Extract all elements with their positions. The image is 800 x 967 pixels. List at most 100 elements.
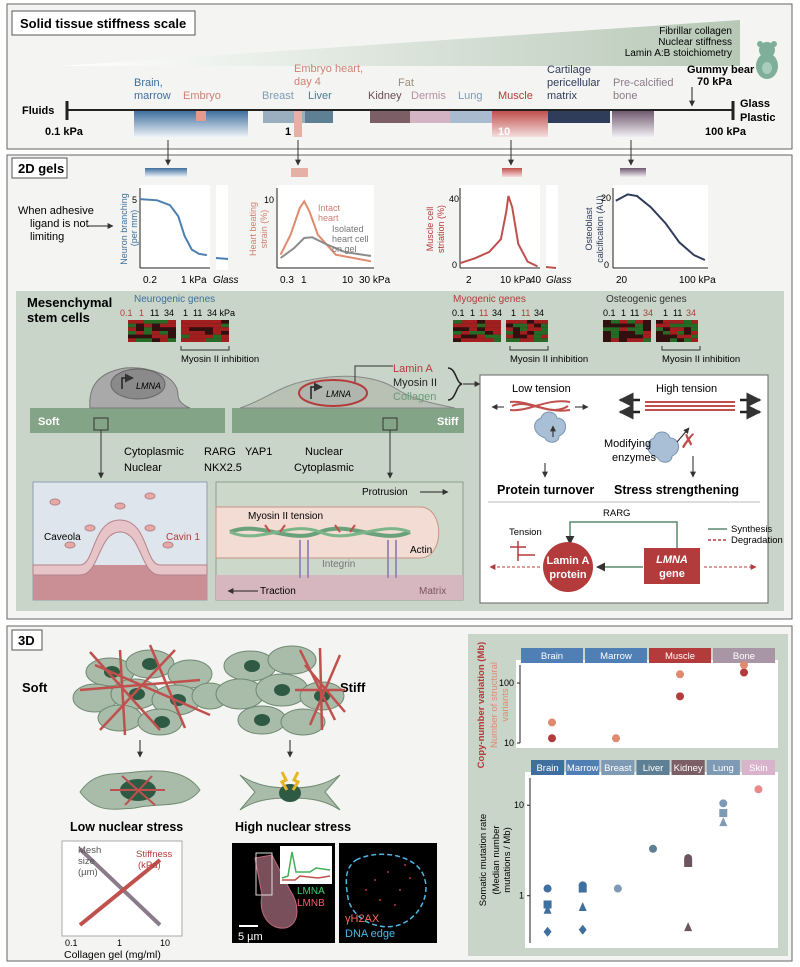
- myo-heatmap-b-cell: [541, 338, 548, 342]
- muscle-xtick-40: 40: [530, 275, 542, 286]
- heart-isolated-1: Isolated: [332, 224, 364, 234]
- scale-title-box: [11, 10, 196, 36]
- mutation-chart-category-tab: [566, 760, 600, 775]
- stiff-3d-label: Stiff: [340, 680, 366, 695]
- neuro-heatmap-a-cell: [128, 338, 136, 342]
- wedge-line-2: Nuclear stiffness: [658, 37, 732, 48]
- fluids-label: Fluids: [22, 105, 54, 117]
- osteo-heatmap-b-cell: [656, 327, 663, 331]
- stack-collagen: Collagen: [393, 391, 436, 403]
- neuro-scale-1: 1: [139, 308, 144, 318]
- osteo-heatmap-a-cell: [635, 320, 643, 324]
- heart-isolated-3: on gel: [332, 244, 357, 254]
- muscle-xtick-2: 2: [466, 275, 472, 286]
- osteo-heatmap-a-cell: [627, 338, 635, 342]
- micrograph-inset: [280, 846, 332, 884]
- myo-heatmap-b-cell: [506, 323, 513, 328]
- neuro-heatmap-b-cell: [197, 320, 205, 324]
- cnv-chart-point: [676, 670, 684, 679]
- neuro-heatmap-a-cell: [136, 334, 144, 339]
- myo-heatmap-a-cell: [477, 323, 485, 328]
- osteo-heatmap-a-cell: [643, 334, 651, 339]
- mutation-chart-category-tab: [671, 760, 705, 775]
- myo-heatmap-b-cell: [527, 331, 534, 335]
- plastic-label: Plastic: [740, 112, 775, 124]
- osteo-heatmap-a-cell: [627, 334, 635, 339]
- neuro-heatmap-b-cell: [189, 323, 197, 328]
- protrusion-label: Protrusion: [362, 487, 408, 498]
- sv-ylabel-1: Number of structural: [489, 662, 500, 748]
- osteo-heatmap-a-cell: [635, 338, 643, 342]
- myo-heatmap-a-cell: [477, 334, 485, 339]
- osteo-heatmap-a-cell: [619, 334, 627, 339]
- neuron-ytick-5: 5: [132, 195, 137, 205]
- tissue-embryo-heart-2: day 4: [294, 76, 321, 88]
- enzyme-to-fiber: [676, 427, 690, 443]
- osteo-heatmap-a-cell: [635, 331, 643, 335]
- tissue-breast: Breast: [262, 90, 294, 102]
- neuro-heatmap-b-cell: [213, 331, 221, 335]
- stiffness-line: [78, 858, 162, 927]
- mutation-chart-category-tab: [636, 760, 670, 775]
- osteo-heatmap-a-cell: [635, 327, 643, 331]
- myo-heatmap-a-cell: [485, 327, 493, 331]
- mutation-chart-category-label: Marrow: [567, 763, 599, 774]
- myo-title: Myogenic genes: [453, 294, 526, 305]
- stiffness-label-2: (kPa): [138, 860, 161, 871]
- osteo-heatmap-b-cell: [691, 327, 698, 331]
- neuro-heatmap-a-cell: [152, 331, 160, 335]
- myo-scale-2: 11: [479, 308, 488, 318]
- integrin-label: Integrin: [322, 559, 355, 570]
- loc-yap: YAP1: [245, 446, 272, 458]
- neuro-scale-2: 11: [150, 308, 159, 318]
- heatmap-scales: 0.1 1 11 34 1 11 34 kPa 0.1 1 11 34 1 11…: [120, 308, 696, 318]
- osteo-heatmap-a-cell: [603, 338, 611, 342]
- mut-ylabel-3: mutations / Mb): [502, 827, 513, 892]
- cavin-label: Cavin 1: [166, 532, 200, 543]
- inset-red-trace: [282, 875, 331, 881]
- mutation-chart-point: [543, 900, 552, 909]
- neuro-heatmap-a-cell: [160, 334, 168, 339]
- osteo-heatmap-a-cell: [603, 320, 611, 324]
- myo-heatmap-a-cell: [461, 320, 469, 324]
- osteo-myosin-inhibition: Myosin II inhibition: [662, 354, 740, 365]
- neuron-glass-bg: [216, 185, 228, 270]
- tissue-cartilage-3: matrix: [547, 90, 577, 102]
- adhesive-note-3: limiting: [30, 231, 64, 243]
- stack-myosin: Myosin II: [393, 377, 437, 389]
- myo-heatmap-b-cell: [534, 334, 541, 339]
- myo-heatmap-a-cell: [453, 323, 461, 328]
- neuro-heatmap-b-cell: [213, 320, 221, 324]
- myo-heatmap-b-cell: [520, 327, 527, 331]
- collagen-xtick-0-1: 0.1: [65, 938, 78, 948]
- myo-heatmap-b-cell: [541, 323, 548, 328]
- loc-mid-2: NKX2.5: [204, 462, 242, 474]
- neuro-heatmap-a-cell: [136, 338, 144, 342]
- osteo-heatmap-a-cell: [627, 327, 635, 331]
- osteo-heatmap-a-cell: [611, 338, 619, 342]
- neuro-heatmap-a-cell: [152, 327, 160, 331]
- mutation-chart-category-label: Brain: [536, 763, 558, 774]
- bone-ytick-20: 20: [601, 193, 611, 203]
- neuro-heatmap-b-cell: [221, 320, 229, 324]
- osteo-title: Osteogenic genes: [606, 294, 687, 305]
- tick-1: 1: [285, 126, 291, 138]
- neuro-scale-5: 11: [193, 308, 202, 318]
- block-x-icon: ✗: [680, 431, 697, 453]
- cnv-chart-point: [612, 734, 620, 743]
- myo-heatmap-a-cell: [485, 320, 493, 324]
- myo-heatmap-b-cell: [541, 331, 548, 335]
- scale-bar-label: 5 µm: [238, 931, 263, 943]
- myo-myosin-inhibition: Myosin II inhibition: [510, 354, 588, 365]
- myo-heatmap-a-cell: [493, 334, 501, 339]
- neuro-heatmap-a-cell: [152, 334, 160, 339]
- osteo-heatmap-b-cell: [656, 323, 663, 328]
- osteo-heatmap-a-cell: [635, 334, 643, 339]
- stiff-single-nucleus: [279, 784, 301, 802]
- collagen-xlabel: Collagen gel (mg/ml): [64, 949, 161, 961]
- neuro-heatmap-a-cell: [160, 323, 168, 328]
- osteo-heatmap-b-cell: [684, 320, 691, 324]
- micrograph-nucleus: [254, 854, 298, 929]
